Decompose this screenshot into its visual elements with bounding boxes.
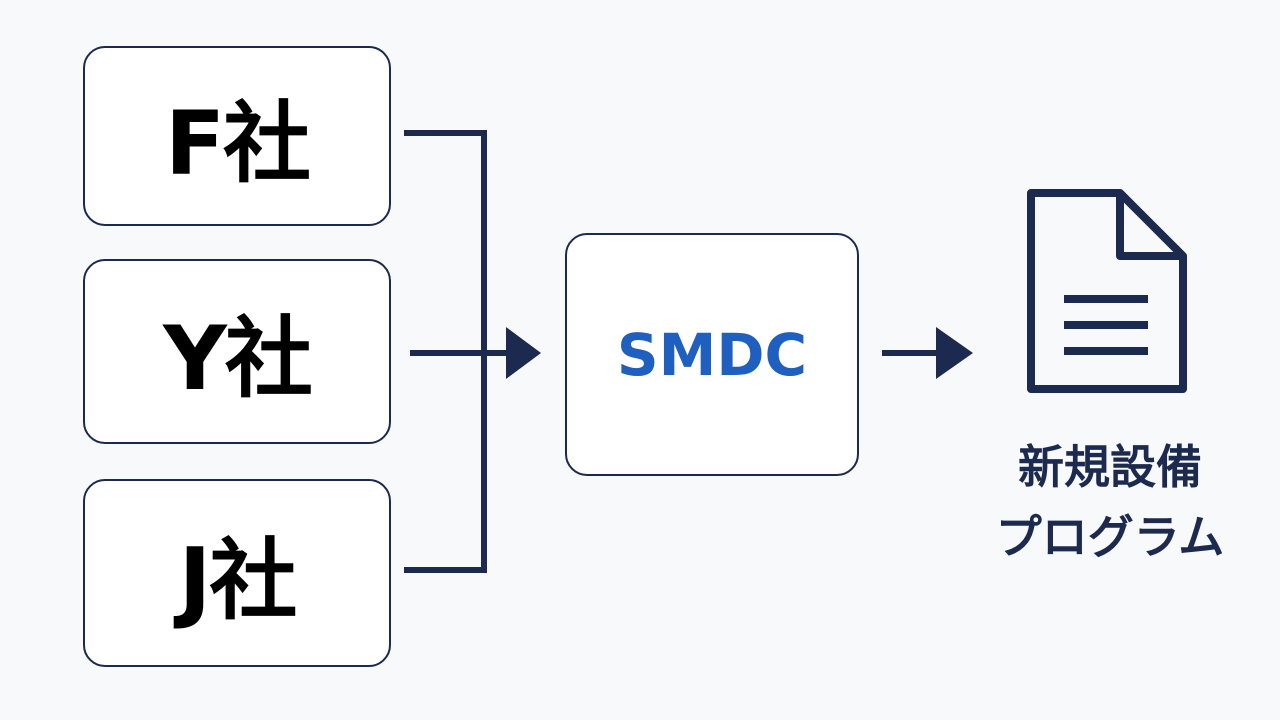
- connector-f: [404, 130, 487, 353]
- document-icon: [1027, 189, 1187, 393]
- arrowhead-to-output: [936, 327, 973, 379]
- output-label-line1: 新規設備: [1018, 440, 1202, 494]
- company-label-f: F社: [164, 91, 311, 195]
- output-label-line2: プログラム: [995, 510, 1225, 564]
- hub-label: SMDC: [616, 320, 808, 389]
- company-box-f: F社: [83, 46, 391, 226]
- arrowhead-to-hub: [506, 327, 541, 379]
- company-box-j: J社: [83, 479, 391, 667]
- connector-j: [404, 353, 487, 573]
- company-label-y: Y社: [163, 307, 313, 410]
- company-box-y: Y社: [83, 259, 391, 444]
- hub-box-smdc: SMDC: [565, 233, 859, 476]
- company-label-j: J社: [178, 528, 298, 632]
